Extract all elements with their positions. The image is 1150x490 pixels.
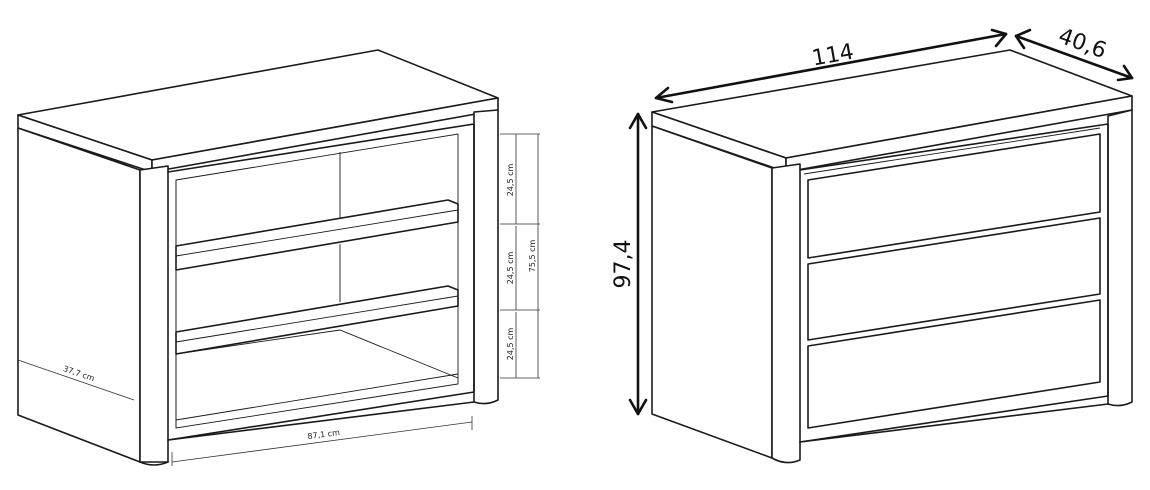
shelf-2 bbox=[175, 285, 459, 355]
shelf-height-2-label: 24,5 cm bbox=[506, 252, 515, 285]
inner-height-label: 75,5 cm bbox=[528, 240, 537, 273]
dresser-left-pillar bbox=[771, 163, 801, 464]
shelf-height-1-label: 24,5 cm bbox=[506, 164, 515, 197]
inner-width-label: 87,1 cm bbox=[307, 428, 341, 441]
height-label: 97,4 bbox=[611, 240, 636, 289]
shelf-height-3-label: 24,5 cm bbox=[506, 328, 515, 361]
left-front-pillar bbox=[139, 165, 169, 466]
drawer-1 bbox=[807, 133, 1101, 259]
shelf-1 bbox=[175, 199, 459, 271]
right-front-pillar bbox=[473, 109, 499, 405]
left-side-panel bbox=[17, 127, 141, 463]
left-dimension-lines bbox=[17, 133, 540, 466]
dresser-right-pillar bbox=[1107, 109, 1133, 407]
depth-label: 40,6 bbox=[1055, 24, 1110, 64]
dresser-left-side bbox=[651, 125, 773, 459]
drawer-3 bbox=[807, 299, 1101, 429]
right-dresser-drawing bbox=[651, 49, 1133, 464]
opening-frame bbox=[167, 123, 475, 441]
drawer-2 bbox=[807, 217, 1101, 341]
right-dimension-arrows bbox=[628, 28, 1134, 416]
width-label: 114 bbox=[810, 40, 856, 72]
left-carcass-drawing bbox=[17, 49, 499, 466]
